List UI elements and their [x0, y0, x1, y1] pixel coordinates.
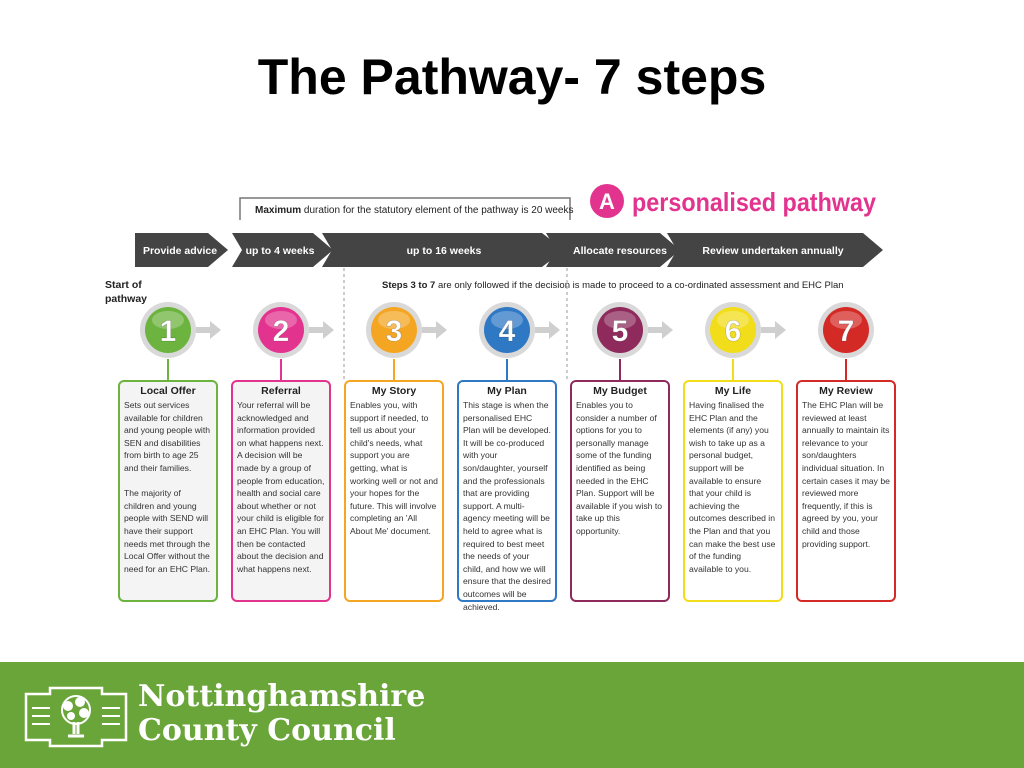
steps-note: Steps 3 to 7 are only followed if the de… — [382, 280, 844, 291]
step-number-3: 3 — [386, 315, 403, 348]
arrow-up-to-4-weeks — [232, 233, 333, 267]
step-connectors — [196, 321, 786, 339]
pathway-diagram: Maximum duration for the statutory eleme… — [100, 170, 910, 612]
step-title: My Review — [819, 385, 873, 397]
step-description: Enables you to consider a number of opti… — [576, 400, 662, 536]
start-label-line1: Start of — [105, 279, 142, 291]
step-description: Sets out services available for children… — [124, 400, 211, 574]
pathway-graphic: Maximum duration for the statutory eleme… — [105, 184, 883, 380]
badge-a-circle — [590, 184, 624, 218]
step-circle-1: 1 — [140, 302, 196, 380]
step-number-7: 7 — [838, 315, 855, 348]
step-title: My Life — [714, 385, 752, 397]
council-name: Nottinghamshire County Council — [138, 680, 425, 748]
arrow-label-16-weeks: up to 16 weeks — [407, 245, 482, 257]
oak-tree-logo-icon — [24, 686, 128, 748]
step-description: The EHC Plan will be reviewed at least a… — [802, 400, 890, 549]
council-name-line1: Nottinghamshire — [138, 679, 426, 714]
arrow-label-4-weeks: up to 4 weeks — [246, 245, 315, 257]
step-circle-6: 6 — [705, 302, 761, 380]
arrow-provide-advice — [135, 233, 228, 267]
page-title: The Pathway- 7 steps — [257, 49, 767, 105]
step-number-4: 4 — [499, 315, 516, 348]
arrow-review-annually — [667, 233, 883, 267]
step-circles: 1 2 3 4 5 6 7 — [140, 302, 874, 380]
step-number-2: 2 — [273, 315, 290, 348]
arrow-label-allocate: Allocate resources — [573, 245, 667, 257]
step-title: Referral — [261, 385, 301, 397]
arrow-allocate-resources — [546, 233, 680, 267]
start-label-line2: pathway — [105, 293, 147, 305]
step-circle-4: 4 — [479, 302, 535, 380]
step-title: Local Offer — [140, 385, 196, 397]
badge-a-letter: A — [599, 189, 615, 214]
step-description: Your referral will be acknowledged and i… — [237, 400, 325, 574]
council-name-line2: County Council — [138, 713, 396, 748]
arrow-up-to-16-weeks — [322, 233, 564, 267]
step-circle-3: 3 — [366, 302, 422, 380]
footer-bar: Nottinghamshire County Council — [0, 662, 1024, 768]
step-title: My Budget — [593, 385, 647, 397]
step-number-1: 1 — [160, 315, 177, 348]
step-circle-5: 5 — [592, 302, 648, 380]
step-number-6: 6 — [725, 315, 742, 348]
step-circle-2: 2 — [253, 302, 309, 380]
step-title: My Story — [371, 385, 417, 397]
arrow-label-review: Review undertaken annually — [702, 245, 843, 257]
step-description: Having finalised the EHC Plan and the el… — [689, 400, 776, 574]
arrow-label-provide-advice: Provide advice — [143, 245, 217, 257]
badge-title: personalised pathway — [632, 187, 876, 217]
step-number-5: 5 — [612, 315, 629, 348]
step-description: Enables you, with support if needed, to … — [350, 400, 438, 536]
step-circle-7: 7 — [818, 302, 874, 380]
step-description: This stage is when the personalised EHC … — [463, 400, 551, 612]
max-duration-note: Maximum duration for the statutory eleme… — [255, 205, 574, 216]
duration-bracket — [239, 197, 571, 220]
step-title: My Plan — [487, 385, 527, 397]
